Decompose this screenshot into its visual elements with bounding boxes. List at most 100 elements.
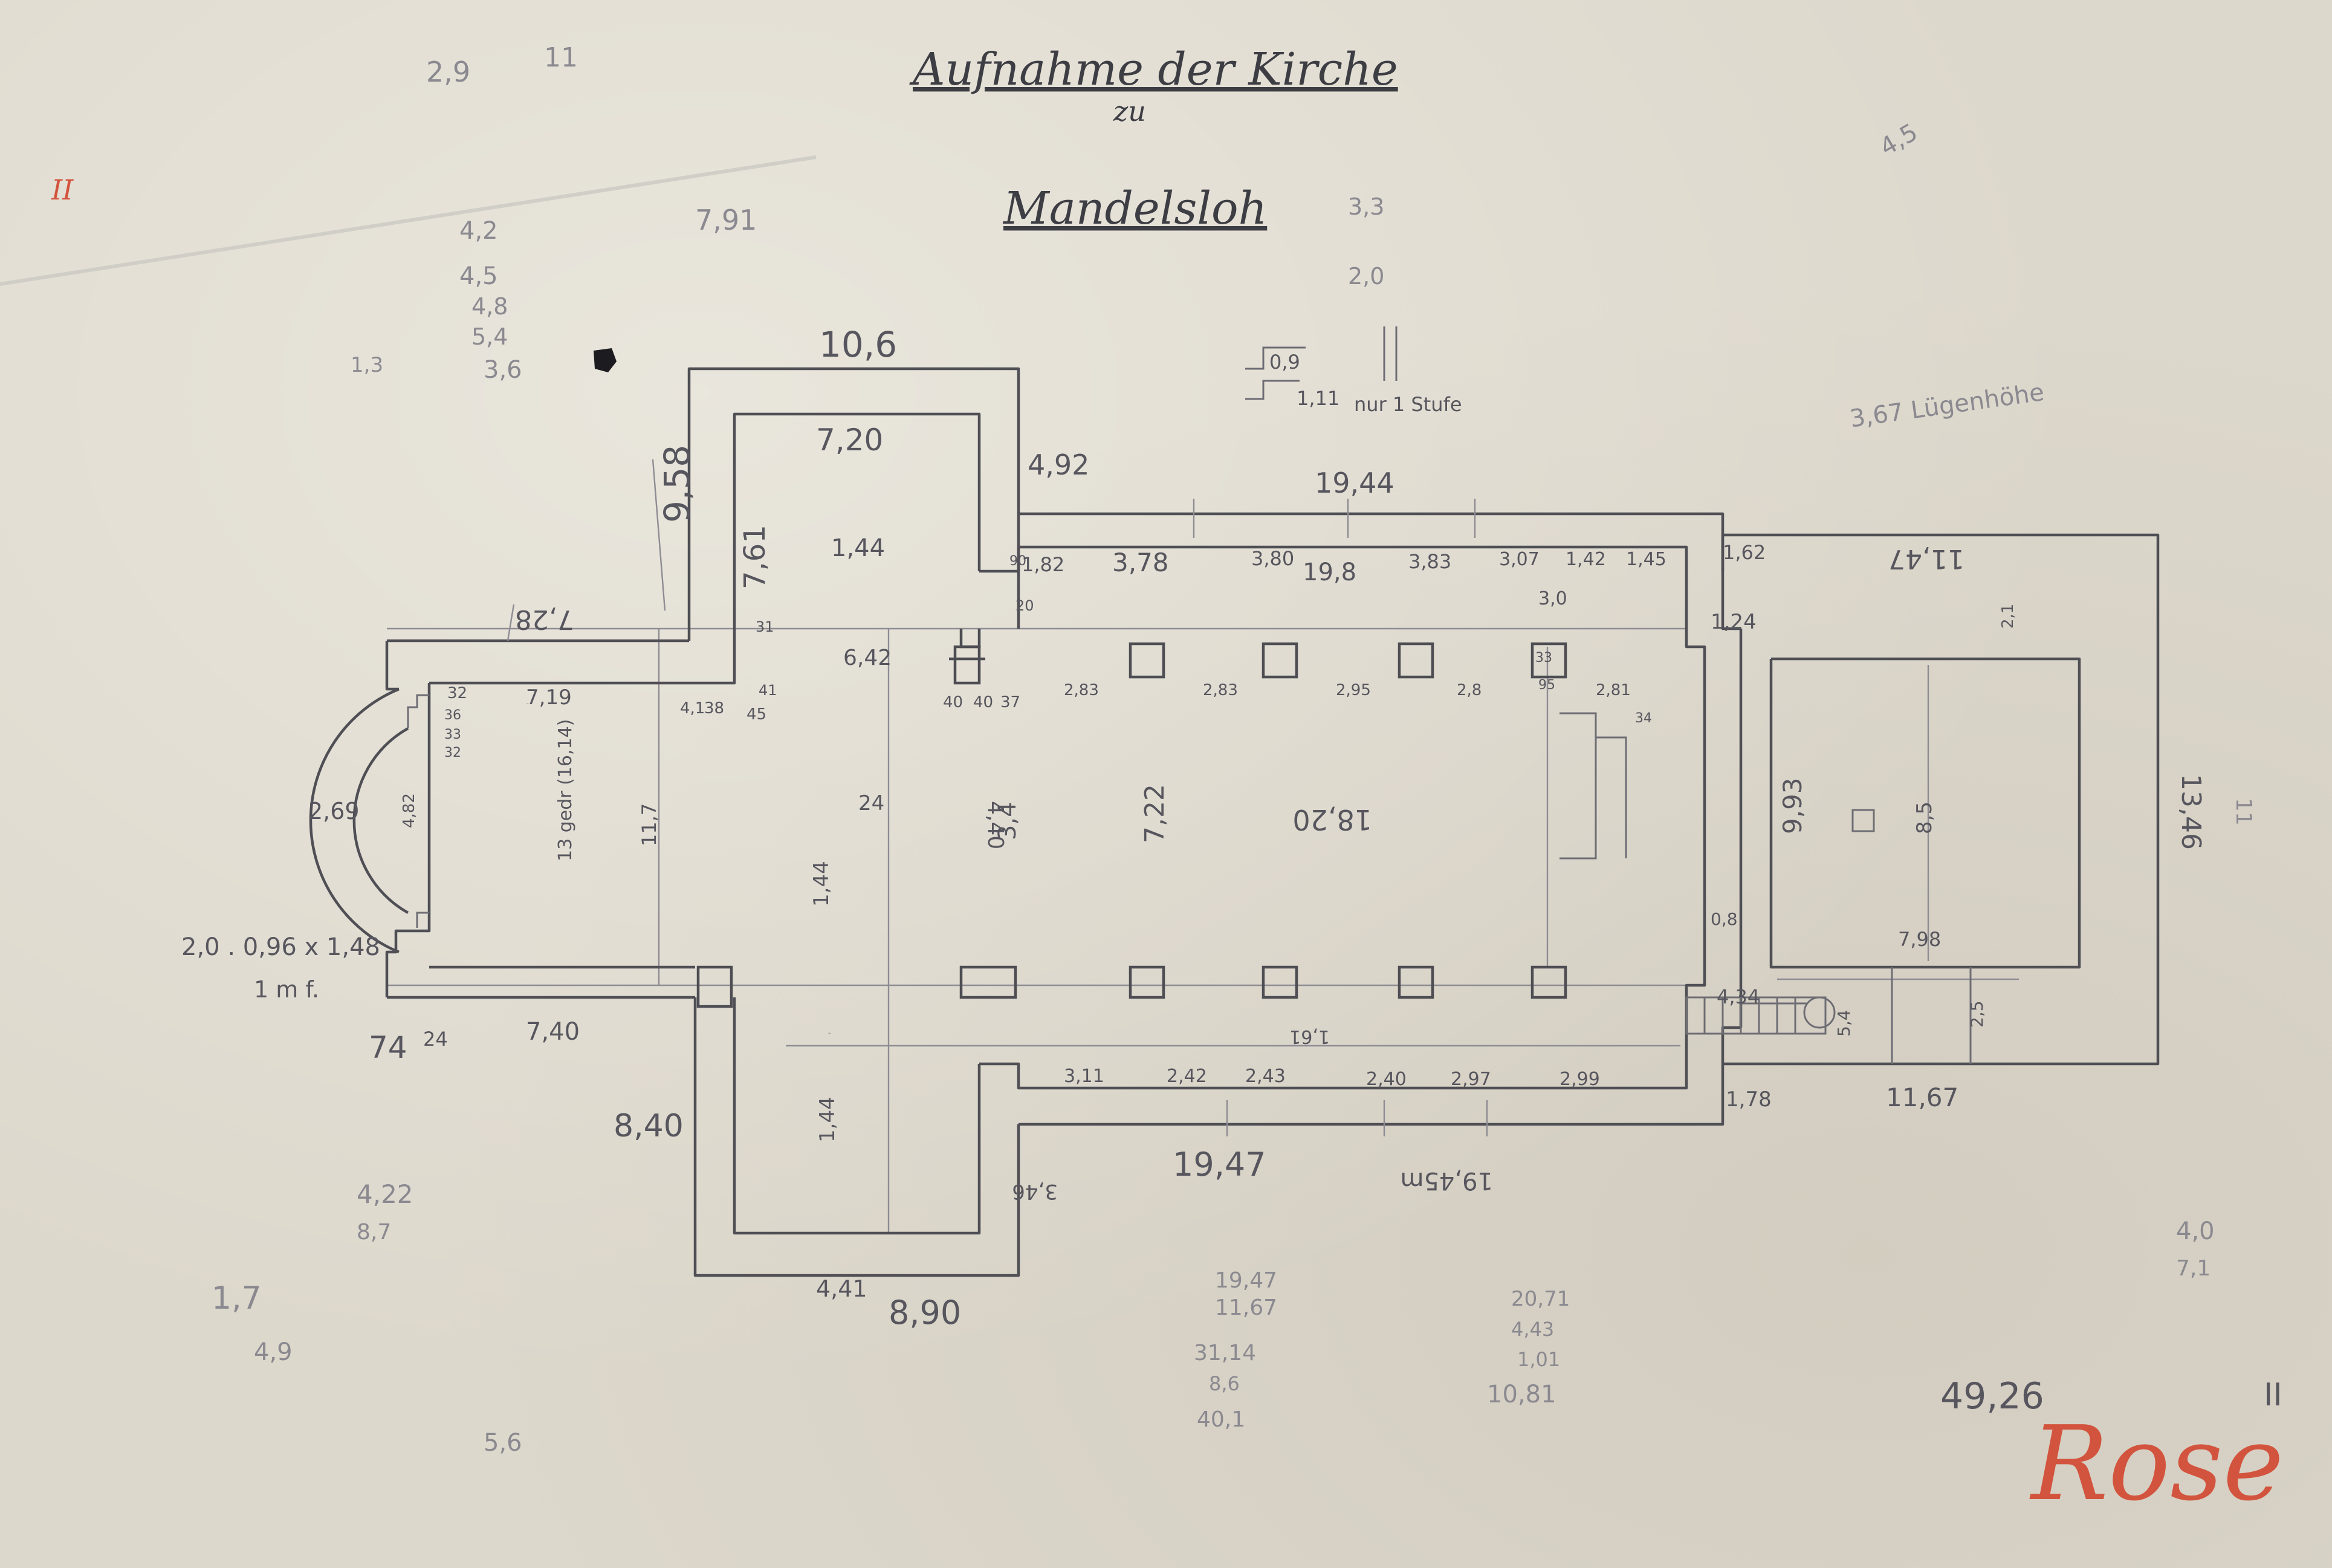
title-line-1: Aufnahme der Kirche — [909, 44, 1398, 96]
outer-walls — [309, 367, 2160, 1277]
nave-value-1: 3,4 — [994, 802, 1022, 840]
scribble-15: 8,7 — [357, 1220, 391, 1245]
sum-right-3: 1,01 — [1517, 1348, 1560, 1371]
nave-width: 6,42 — [843, 646, 892, 670]
piers-south — [696, 965, 1567, 1008]
piers-north — [949, 629, 1567, 685]
detail-lower: 1,11 — [1297, 387, 1339, 410]
sacristy-inner: 9,93 — [1778, 777, 1807, 834]
nave-south-bay-2: 2,42 — [1167, 1066, 1207, 1087]
nave-value-3: 1,44 — [809, 861, 834, 907]
scribble-1: 2,9 — [426, 56, 470, 88]
nave-east-width: 7,22 — [1139, 784, 1170, 843]
pier-south-5 — [1530, 965, 1567, 999]
nave-north-bay-3: 3,80 — [1251, 547, 1294, 570]
nave-value-4: 24 — [858, 791, 884, 815]
nave-upper-1: 7,19 — [526, 685, 572, 710]
nave-north-bay-5: 3,07 — [1499, 549, 1540, 570]
nave-bay-gap-4: 2,8 — [1457, 681, 1482, 699]
sum-right-2: 4,43 — [1511, 1318, 1554, 1341]
sum-right-4: 10,81 — [1487, 1381, 1556, 1408]
nave-bay-gap-1: 2,83 — [1064, 681, 1099, 699]
apse-step-3: 33 — [444, 727, 461, 742]
nave-upper-7: 37 — [1000, 693, 1020, 711]
construction-lines — [387, 627, 2019, 1233]
pier-north-2 — [1129, 642, 1165, 679]
pier-south-west — [696, 965, 733, 1008]
detail-note: nur 1 Stufe — [1354, 393, 1462, 416]
apse-label: 13 gedr (16,14) — [555, 719, 576, 861]
note-top-right: 3,67 Lügenhöhe — [1848, 378, 2046, 433]
nave-upper-5: 40 — [943, 693, 963, 711]
apse-radius: 2,69 — [308, 798, 360, 824]
nave-upper-2: 4,1 — [680, 699, 705, 718]
north-tower-wall — [687, 367, 1020, 641]
scribble-6: 3,6 — [484, 356, 522, 384]
scribble-13: 4,9 — [254, 1338, 293, 1366]
north-tower-inner — [733, 412, 981, 641]
tower-north-top: 10,6 — [819, 324, 897, 365]
south-tower-inner — [733, 997, 981, 1235]
apse-step-2: 36 — [444, 708, 461, 723]
nave-pier-small-5: 33 — [1535, 650, 1552, 666]
nave-value-2: 4,40 — [983, 801, 1008, 849]
nave-upper-4: 45 — [747, 705, 766, 724]
tower-north-outer: 9,58 — [656, 445, 698, 523]
sum-center-1: 19,47 — [1215, 1268, 1277, 1293]
tower-south-side: 8,40 — [614, 1108, 684, 1144]
pier-north-4 — [1398, 642, 1434, 679]
sacristy-top: 11,47 — [1888, 543, 1964, 574]
scribble-9: 5,4 — [471, 323, 508, 350]
detail-upper: 0,9 — [1269, 351, 1300, 374]
nave-south-bay-6: 2,99 — [1560, 1069, 1600, 1090]
nave-pier-small-7: 34 — [1635, 711, 1652, 726]
sum-right-1: 20,71 — [1511, 1287, 1570, 1311]
fold-line — [0, 155, 817, 286]
sum-center-3: 31,14 — [1194, 1341, 1256, 1366]
apse-bottom-small-2: 24 — [423, 1028, 448, 1051]
nave-bay-gap-5: 2,81 — [1596, 681, 1631, 699]
east-wall — [1685, 629, 1706, 991]
apse-opening: 2,0 . 0,96 x 1,48 — [181, 933, 380, 961]
nave-south-bay-1: 3,11 — [1064, 1066, 1104, 1087]
sum-center-2: 11,67 — [1215, 1295, 1277, 1320]
nave-value-5: 1,44 — [815, 1097, 840, 1142]
pier-south-3 — [1262, 965, 1298, 999]
scribble-2: 11 — [544, 42, 578, 73]
scribble-3: 4,2 — [459, 217, 498, 245]
sacristy-bottom-total: 11,67 — [1886, 1083, 1958, 1112]
nave-pier-small-1: 31 — [756, 618, 774, 635]
sacristy-small-2: 5,4 — [1834, 1009, 1854, 1037]
apse-step-1: 32 — [447, 684, 467, 702]
scribble-17: 4,0 — [2176, 1217, 2215, 1245]
nave-upper-3: 38 — [704, 699, 724, 718]
sheet-number: 49,26 — [1940, 1375, 2044, 1417]
nave-pier-small-2: 41 — [759, 682, 777, 699]
tower-south-center: 1,44 — [828, 1033, 831, 1034]
sacristy-inner — [1769, 657, 2081, 969]
nave-bay-gap-3: 2,95 — [1336, 681, 1371, 699]
sacristy-center: 8,5 — [1913, 802, 1937, 834]
tower-south-total: 8,90 — [889, 1294, 961, 1332]
nave-north-total: 19,44 — [1315, 467, 1394, 499]
tower-north-width: 7,20 — [816, 423, 883, 458]
tower-north-side: 4,92 — [1028, 449, 1089, 481]
scribble-11: 2,0 — [1348, 263, 1384, 290]
apse-side: 4,82 — [400, 793, 418, 828]
apse-top-length: 7,28 — [515, 604, 574, 635]
sacristy-small-4: 2,1 — [1999, 604, 2017, 629]
sum-center-4: 8,6 — [1209, 1372, 1240, 1395]
sacristy-small-1: 0,8 — [1711, 909, 1738, 929]
tower-north-inner: 7,61 — [738, 525, 772, 589]
scribble-16: 5,6 — [484, 1429, 522, 1457]
nave-south-note: 19,45m — [1401, 1167, 1493, 1194]
sacristy-right: 13,46 — [2175, 774, 2206, 850]
apse-opening-note: 1 m f. — [254, 976, 319, 1003]
tower-south-bottom: 4,41 — [816, 1275, 867, 1302]
nave-north-bay-4: 3,83 — [1408, 550, 1451, 573]
scribble-4: 7,91 — [695, 204, 757, 236]
apse-step-4: 32 — [444, 745, 461, 760]
apse-west-length: 7,19 — [526, 704, 529, 705]
scribble-12: 1,7 — [212, 1280, 262, 1317]
